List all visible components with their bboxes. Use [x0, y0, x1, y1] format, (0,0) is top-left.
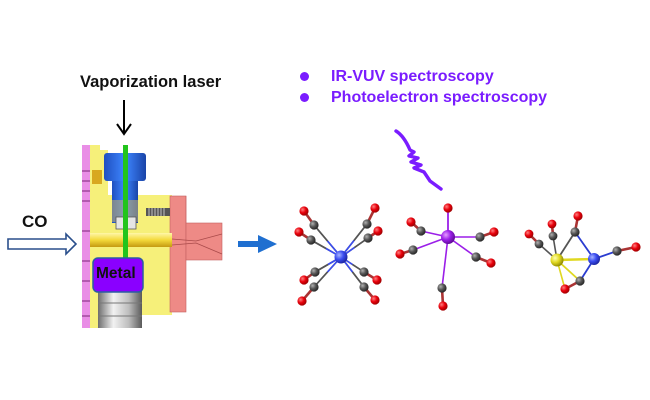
carbon-atom [575, 276, 585, 286]
carbon-atom [306, 235, 316, 245]
molecule-purple-carbonyl [395, 203, 499, 311]
carbon-atom [359, 282, 369, 292]
carbon-atom [475, 232, 485, 242]
vaporization-laser-label: Vaporization laser [80, 73, 222, 91]
carbon-atom [416, 226, 426, 236]
technique-list: IR-VUV spectroscopy Photoelectron spectr… [296, 66, 547, 108]
oxygen-atom [373, 226, 383, 236]
metal-atom-yellow [550, 253, 564, 267]
oxygen-atom [547, 219, 557, 229]
oxygen-atom [406, 217, 416, 227]
co-gas-label: CO [22, 212, 48, 231]
carbon-atom [309, 220, 319, 230]
carbon-atom [570, 227, 580, 237]
technique-item-ir-vuv: IR-VUV spectroscopy [296, 66, 547, 87]
carbon-atom [363, 233, 373, 243]
wavy-photon-icon [394, 129, 443, 191]
oxygen-atom [443, 203, 453, 213]
oxygen-atom [438, 301, 448, 311]
bullet-dot-icon [300, 93, 309, 102]
down-arrow-icon [116, 100, 132, 136]
oxygen-atom [560, 284, 570, 294]
oxygen-atom [489, 227, 499, 237]
oxygen-atom [395, 249, 405, 259]
carbon-atom [359, 267, 369, 277]
molecule-blue-carbonyl [294, 203, 383, 306]
oxygen-atom [372, 275, 382, 285]
carbon-atom [437, 283, 447, 293]
technique-label: IR-VUV spectroscopy [331, 67, 494, 85]
carbon-atom [548, 231, 558, 241]
bond [441, 236, 449, 289]
oxygen-atom [486, 258, 496, 268]
metal-atom-blue [334, 250, 348, 264]
carbon-atom [310, 267, 320, 277]
metal-label: Metal [96, 265, 136, 282]
oxygen-atom [297, 296, 307, 306]
oxygen-atom [299, 206, 309, 216]
molecule-bimetallic-carbonyl [524, 211, 641, 294]
metal-atom-blue [588, 253, 600, 265]
oxygen-atom [631, 242, 641, 252]
carbon-atom [612, 246, 622, 256]
oxygen-atom [370, 295, 380, 305]
bullet-dot-icon [300, 72, 309, 81]
carbon-atom [362, 219, 372, 229]
right-arrow-icon [238, 235, 277, 253]
oxygen-atom [573, 211, 583, 221]
oxygen-atom [294, 227, 304, 237]
oxygen-atom [370, 203, 380, 213]
oxygen-atom [299, 275, 309, 285]
carbon-atom [534, 239, 544, 249]
hollow-right-arrow-icon [7, 232, 78, 256]
oxygen-atom [524, 229, 534, 239]
metal-atom-purple [441, 230, 455, 244]
technique-item-photoelectron: Photoelectron spectroscopy [296, 87, 547, 108]
carbon-atom [408, 245, 418, 255]
carbon-atom [471, 252, 481, 262]
cluster-source-apparatus [82, 145, 223, 328]
carbon-atom [309, 282, 319, 292]
technique-label: Photoelectron spectroscopy [331, 88, 548, 106]
